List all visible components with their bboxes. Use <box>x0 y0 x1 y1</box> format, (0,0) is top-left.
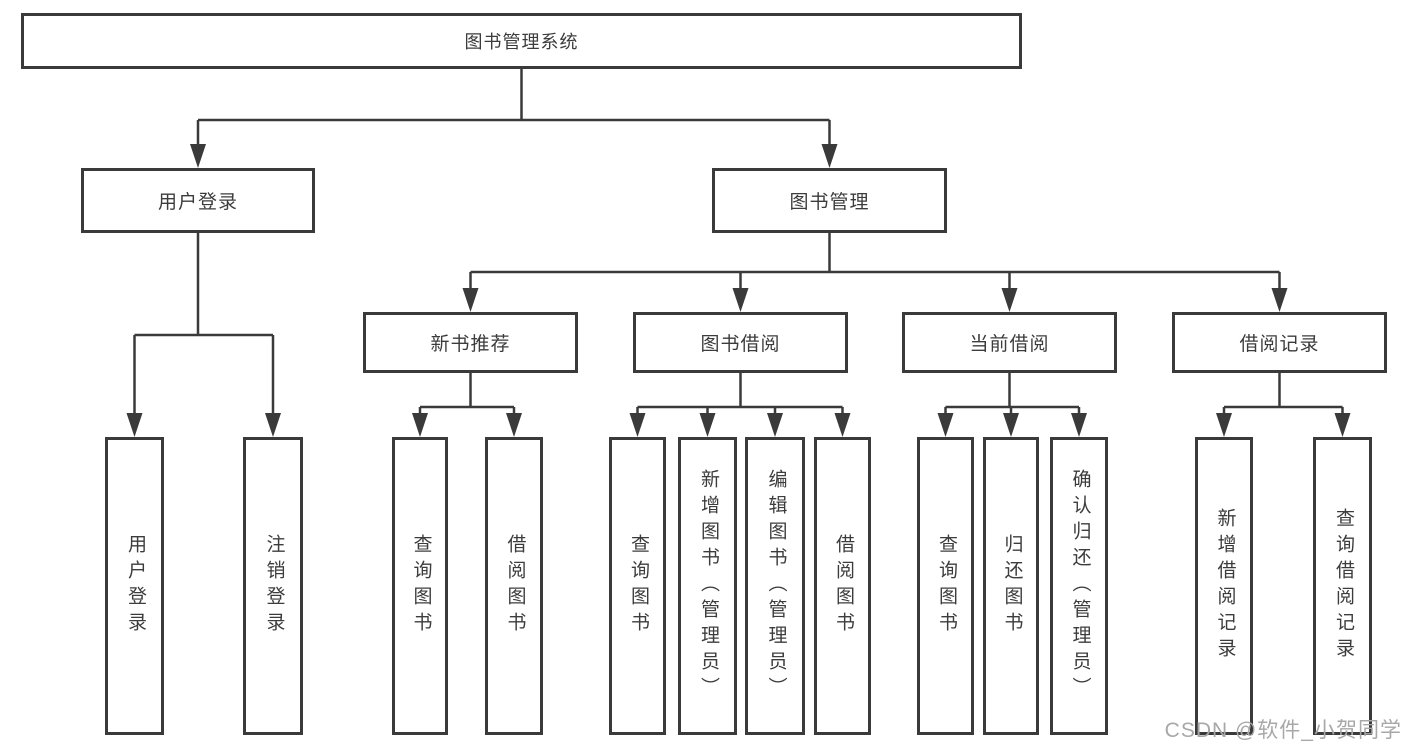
connector-current-borrow-to-leaves <box>937 373 1087 437</box>
node-user-login: 用户登录 <box>81 168 315 233</box>
arrowhead <box>732 288 749 312</box>
arrowhead <box>767 413 783 437</box>
arrowhead <box>190 144 206 168</box>
csdn-watermark: CSDN @软件_小贺同学 <box>1164 719 1402 742</box>
leaf-newbook-query-books: 查询图书 <box>392 437 448 735</box>
leaf-current-query-books: 查询图书 <box>917 437 974 735</box>
arrowhead <box>412 413 428 437</box>
connector-root-to-level2 <box>190 69 838 168</box>
connector-borrow-records-to-leaves <box>1216 373 1351 437</box>
arrowhead <box>1271 288 1288 312</box>
connector-new-book-recommend-to-leaves <box>412 373 522 437</box>
arrowhead <box>506 413 522 437</box>
arrowhead <box>699 413 716 437</box>
leaf-records-add-record: 新增借阅记录 <box>1195 437 1253 735</box>
leaf-borrow-borrow-books: 借阅图书 <box>814 437 871 735</box>
leaf-borrow-edit-books-admin: 编辑图书（管理员） <box>745 437 805 735</box>
arrowhead <box>265 413 281 437</box>
arrowhead <box>1334 413 1351 437</box>
node-current-borrow: 当前借阅 <box>902 312 1117 373</box>
node-book-management: 图书管理 <box>712 168 947 233</box>
node-new-book-recommend: 新书推荐 <box>363 312 578 373</box>
arrowhead <box>937 413 954 437</box>
leaf-newbook-borrow-books: 借阅图书 <box>485 437 543 735</box>
node-borrow-records: 借阅记录 <box>1172 312 1387 373</box>
arrowhead <box>629 413 646 437</box>
arrowhead <box>126 413 143 437</box>
arrowhead <box>1216 413 1232 437</box>
node-book-borrow: 图书借阅 <box>633 312 848 373</box>
leaf-records-query-record: 查询借阅记录 <box>1313 437 1372 735</box>
connector-book-borrow-to-leaves <box>629 373 851 437</box>
arrowhead <box>834 413 851 437</box>
leaf-user-login: 用户登录 <box>105 437 164 735</box>
connector-user-login-to-leaves <box>126 233 281 437</box>
connector-book-management-to-level3 <box>462 233 1288 312</box>
leaf-logout: 注销登录 <box>243 437 303 735</box>
leaf-borrow-add-books-admin: 新增图书（管理员） <box>678 437 737 735</box>
arrowhead <box>1003 413 1019 437</box>
leaf-borrow-query-books: 查询图书 <box>609 437 666 735</box>
arrowhead <box>1071 413 1087 437</box>
arrowhead <box>821 144 838 168</box>
arrowhead <box>462 288 479 312</box>
node-book-management-system: 图书管理系统 <box>21 13 1022 69</box>
leaf-current-return-books: 归还图书 <box>983 437 1039 735</box>
leaf-current-confirm-return-admin: 确认归还（管理员） <box>1050 437 1108 735</box>
arrowhead <box>1001 288 1018 312</box>
